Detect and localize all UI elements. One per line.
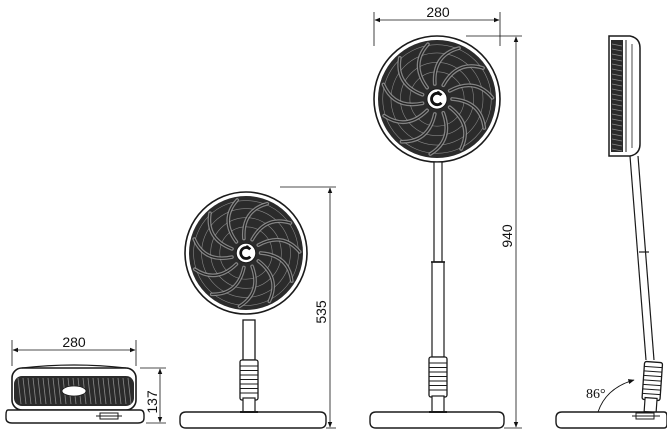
tilt-angle-arc	[597, 379, 635, 413]
side-fan-head-icon	[608, 35, 641, 157]
low-stand-view: 535	[179, 186, 336, 429]
high-coupler	[428, 356, 448, 413]
tilt-angle-label: 86°	[586, 387, 606, 402]
folded-height-label: 137	[144, 390, 160, 414]
fan-head-icon	[373, 35, 501, 163]
high-width-label: 280	[426, 4, 450, 20]
folded-width-label: 280	[62, 334, 86, 350]
side-tilt-view: 86°	[555, 35, 667, 429]
fan-base-icon	[555, 411, 667, 429]
high-stand-view: 280 940	[369, 4, 522, 429]
fan-base-icon	[369, 411, 505, 429]
high-pole	[431, 161, 445, 358]
folded-view: 280 137	[5, 334, 166, 424]
folded-fan-icon	[5, 364, 145, 424]
low-pole	[242, 319, 256, 361]
fan-head-icon	[184, 191, 308, 315]
brand-logo-icon	[235, 242, 257, 264]
brand-logo-icon	[426, 88, 448, 110]
high-height-label: 940	[499, 224, 515, 248]
low-coupler	[239, 359, 259, 413]
side-coupler	[641, 360, 664, 413]
low-height-label: 535	[313, 300, 329, 324]
fan-base-icon	[179, 411, 327, 429]
side-pole	[629, 155, 655, 361]
